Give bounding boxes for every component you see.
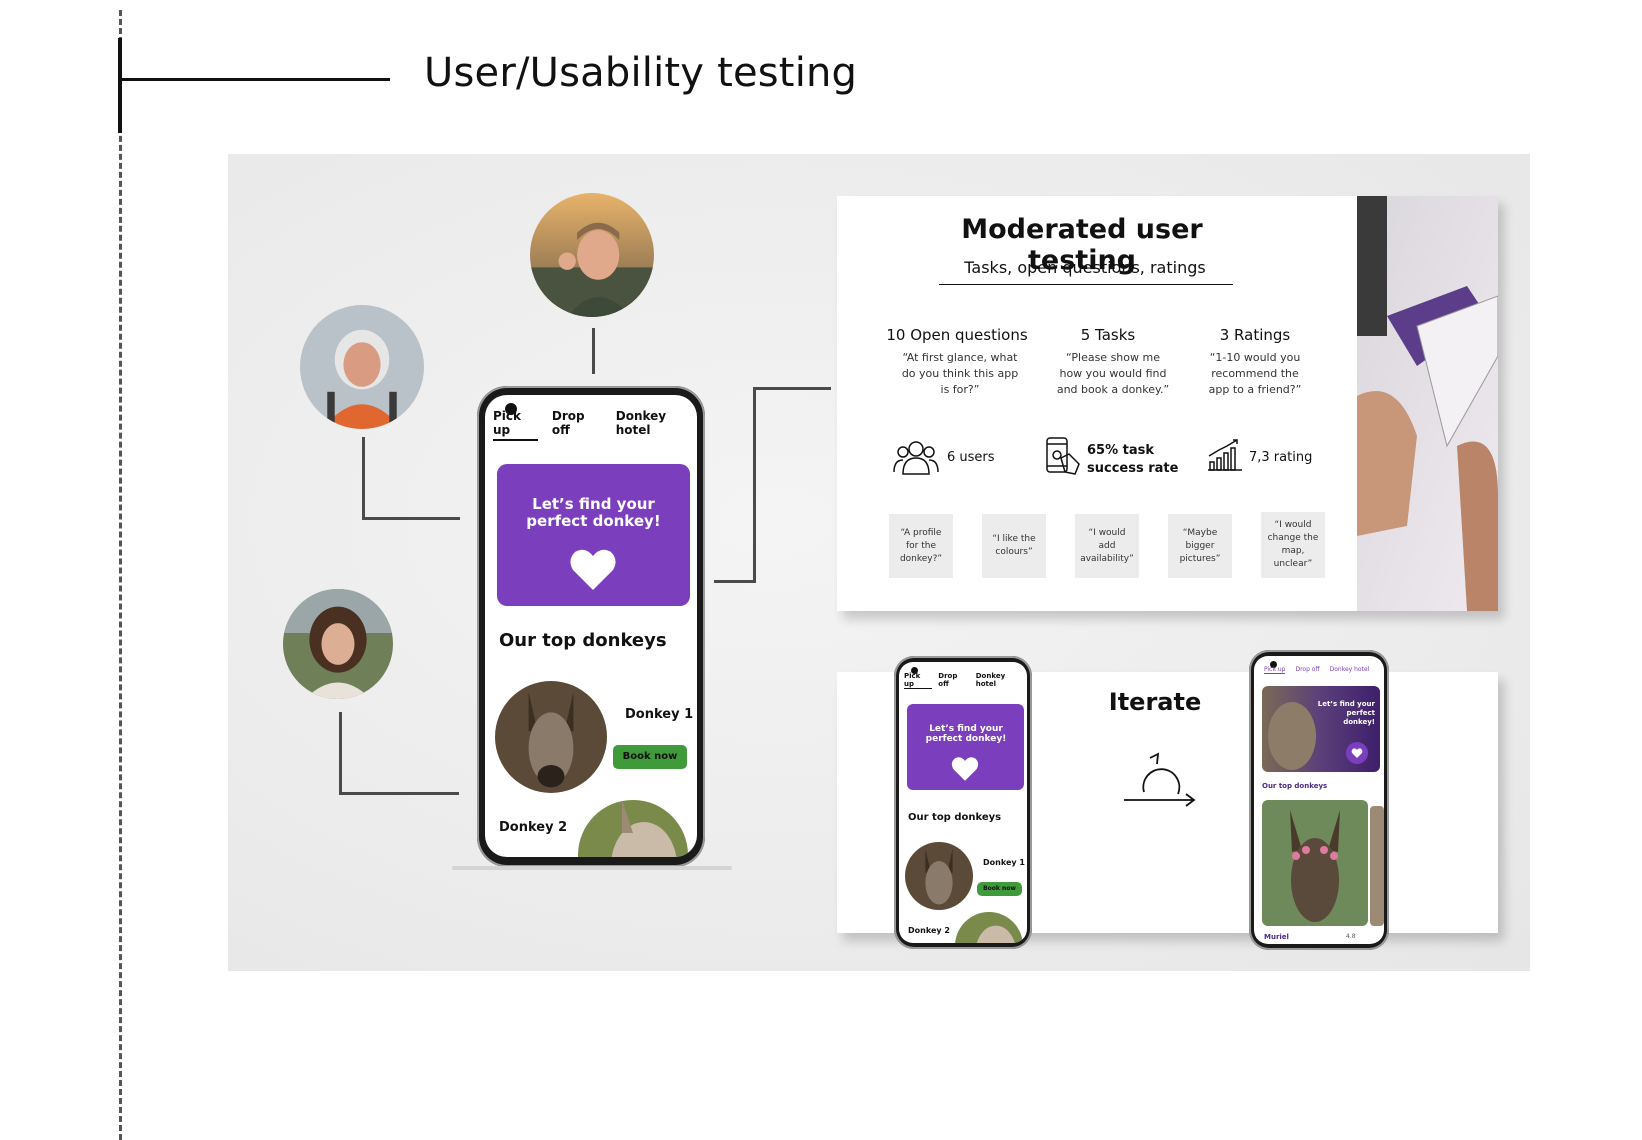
tab-donkey-hotel[interactable]: Donkey hotel bbox=[1329, 666, 1370, 673]
hero-banner[interactable]: Let’s find your perfect donkey! bbox=[1262, 686, 1380, 772]
open-questions-text: “At first glance, what do you think this… bbox=[901, 351, 1019, 396]
camera-dot bbox=[505, 403, 517, 415]
camera-dot bbox=[1270, 661, 1277, 668]
success-stat-line1: 65% task bbox=[1087, 443, 1155, 458]
heading-marker bbox=[118, 38, 122, 133]
donkey-2-name: Donkey 2 bbox=[499, 820, 568, 835]
participant-avatar-2 bbox=[300, 305, 424, 429]
connector-line bbox=[339, 792, 459, 795]
users-stat: 6 users bbox=[947, 450, 995, 465]
old-phone-mockup: Pick up Drop off Donkey hotel Let’s find… bbox=[894, 656, 1032, 949]
phone-screen: Pick up Drop off Donkey hotel Let’s find… bbox=[485, 395, 697, 857]
subtitle-rule bbox=[939, 284, 1233, 285]
users-icon bbox=[893, 441, 939, 475]
hero-text: Let’s find your perfect donkey! bbox=[1317, 700, 1375, 726]
connector-line bbox=[362, 517, 460, 520]
phone-screen: Pick up Drop off Donkey hotel Let’s find… bbox=[899, 662, 1027, 943]
tab-donkey-hotel[interactable]: Donkey hotel bbox=[975, 672, 1006, 688]
iterate-cycle-icon bbox=[1124, 752, 1196, 807]
tasks-text: “Please show me how you would find and b… bbox=[1056, 351, 1170, 396]
ratings-heading: 3 Ratings bbox=[1219, 326, 1291, 344]
tab-pick-up[interactable]: Pick up bbox=[904, 672, 933, 689]
connector-line bbox=[339, 712, 342, 794]
quote-card: “A profile for the donkey?” bbox=[889, 514, 953, 578]
new-phone-mockup: Pick up Drop off Donkey hotel Let’s find… bbox=[1249, 650, 1389, 950]
tab-pick-up[interactable]: Pick up bbox=[1264, 666, 1286, 674]
hero-text: Let’s find your perfect donkey! bbox=[526, 495, 661, 530]
camera-dot bbox=[911, 667, 918, 674]
section-title: Our top donkeys bbox=[499, 630, 667, 651]
open-questions-heading: 10 Open questions bbox=[886, 326, 1028, 344]
success-stat-line2: success rate bbox=[1087, 461, 1179, 476]
phone-screen: Pick up Drop off Donkey hotel Let’s find… bbox=[1254, 656, 1384, 944]
tab-bar: Pick up Drop off Donkey hotel bbox=[904, 672, 1027, 689]
heart-icon bbox=[951, 757, 979, 781]
section-title: Our top donkeys bbox=[908, 812, 1002, 823]
donkey-name: Muriel bbox=[1264, 933, 1289, 941]
donkey-photo bbox=[578, 800, 688, 857]
donkey-rating: 4.8 bbox=[1346, 933, 1356, 940]
tab-bar: Pick up Drop off Donkey hotel bbox=[1264, 666, 1369, 674]
tasks-heading: 5 Tasks bbox=[1080, 326, 1136, 344]
donkey-1-name: Donkey 1 bbox=[625, 707, 694, 722]
tab-drop-off[interactable]: Drop off bbox=[551, 409, 585, 437]
iterate-label: Iterate bbox=[1108, 688, 1202, 716]
participant-avatar-1 bbox=[530, 193, 654, 317]
card-subtitle: Tasks, open questions, ratings bbox=[964, 258, 1206, 277]
connector-line bbox=[754, 387, 831, 390]
donkey-1-name: Donkey 1 bbox=[983, 858, 1025, 867]
participant-avatar-3 bbox=[283, 589, 393, 699]
chart-icon bbox=[1208, 439, 1242, 471]
section-title: Our top donkeys bbox=[1262, 782, 1328, 790]
ratings-text: “1-10 would you recommend the app to a f… bbox=[1208, 351, 1302, 396]
next-card-peek bbox=[1370, 806, 1384, 926]
donkey-photo bbox=[495, 681, 607, 793]
connector-line bbox=[714, 580, 756, 583]
phone-shadow bbox=[452, 866, 732, 870]
moderated-testing-card: Moderated user testing Tasks, open quest… bbox=[837, 196, 1498, 611]
book-now-button[interactable]: Book now bbox=[613, 745, 687, 769]
dashed-timeline bbox=[119, 10, 122, 1140]
tab-donkey-hotel[interactable]: Donkey hotel bbox=[615, 409, 667, 437]
heading-rule bbox=[120, 78, 390, 81]
main-phone-mockup: Pick up Drop off Donkey hotel Let’s find… bbox=[477, 386, 705, 867]
tab-pick-up[interactable]: Pick up bbox=[493, 409, 538, 441]
rating-stat: 7,3 rating bbox=[1249, 450, 1313, 465]
donkey-photo bbox=[955, 912, 1023, 943]
quote-card: “I like the colours” bbox=[982, 514, 1046, 578]
connector-line bbox=[592, 328, 595, 374]
quote-card: “I would add availability” bbox=[1075, 514, 1139, 578]
success-stat: 65% task success rate bbox=[1087, 442, 1178, 478]
donkey-photo bbox=[905, 842, 973, 910]
tab-bar: Pick up Drop off Donkey hotel bbox=[493, 409, 697, 441]
quote-card: “Maybe bigger pictures” bbox=[1168, 514, 1232, 578]
hero-text: Let’s find your perfect donkey! bbox=[925, 724, 1007, 744]
heart-button[interactable] bbox=[1346, 742, 1368, 764]
page-title: User/Usability testing bbox=[424, 50, 858, 96]
book-now-button[interactable]: Book now bbox=[977, 882, 1022, 896]
card-title: Moderated user testing bbox=[961, 214, 1203, 276]
donkey-card-photo[interactable] bbox=[1262, 800, 1368, 926]
tab-drop-off[interactable]: Drop off bbox=[938, 672, 958, 688]
connector-line bbox=[753, 387, 756, 582]
hero-banner[interactable]: Let’s find your perfect donkey! bbox=[907, 704, 1024, 790]
donkey-2-name: Donkey 2 bbox=[908, 926, 950, 935]
tab-drop-off[interactable]: Drop off bbox=[1295, 666, 1320, 673]
heart-icon bbox=[1351, 748, 1363, 758]
connector-line bbox=[362, 437, 365, 519]
heart-icon bbox=[570, 549, 616, 590]
phone-task-icon bbox=[1046, 437, 1080, 475]
hero-banner[interactable]: Let’s find your perfect donkey! bbox=[497, 464, 690, 606]
hands-phones-photo bbox=[1357, 196, 1498, 611]
quote-card: “I would change the map, unclear” bbox=[1261, 512, 1325, 578]
